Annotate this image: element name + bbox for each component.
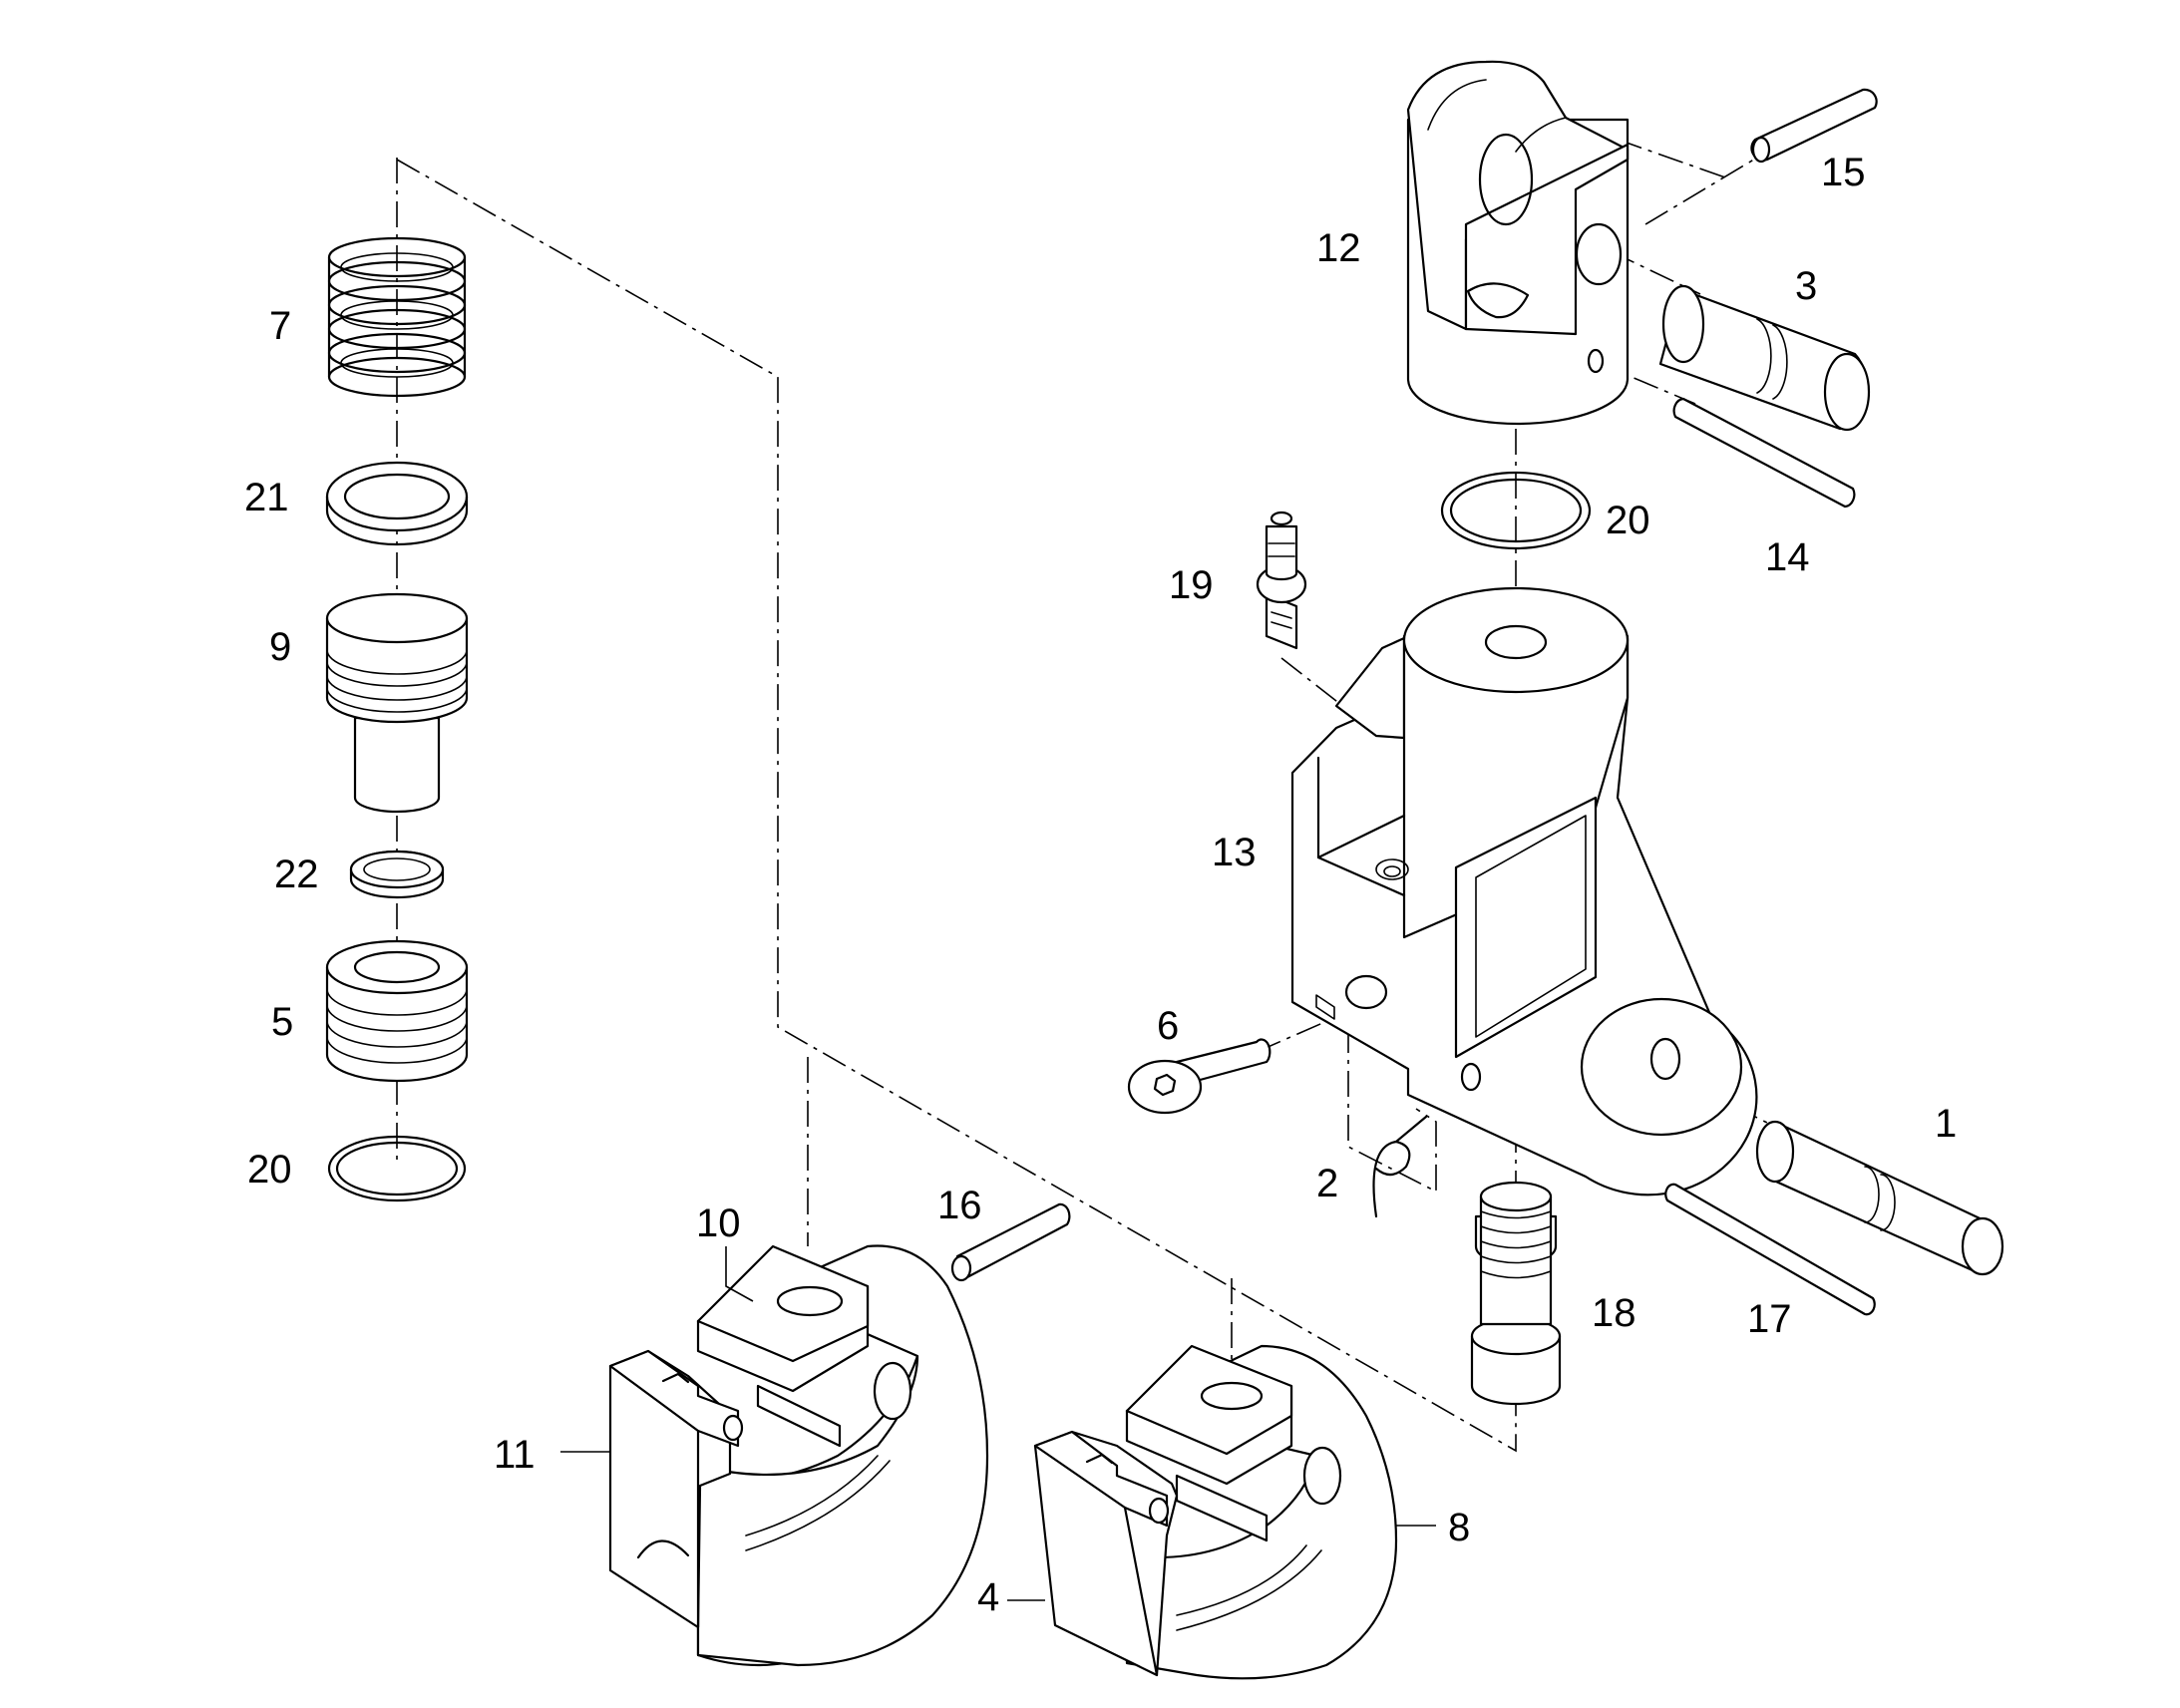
jaw-11 [608, 1349, 744, 1629]
spring-clip-2 [1372, 1115, 1428, 1218]
pin-14 [1672, 397, 1856, 509]
leader-lines [560, 1246, 1436, 1601]
cap-screw-6 [1127, 1038, 1272, 1115]
callout-7: 7 [269, 304, 291, 348]
callout-16: 16 [937, 1184, 982, 1227]
pin-1 [1755, 1120, 2004, 1276]
ring-22 [349, 850, 445, 899]
callout-12: 12 [1316, 226, 1361, 270]
jaw-holder-10 [696, 1244, 989, 1667]
callout-20-top: 20 [1606, 499, 1650, 542]
clevis-12 [1406, 60, 1630, 426]
callout-10: 10 [696, 1201, 741, 1245]
callout-15: 15 [1821, 151, 1866, 194]
jaw-holder-8 [1125, 1344, 1398, 1680]
washer-21 [325, 461, 469, 546]
callout-labels: 1 2 3 4 5 6 7 8 9 10 11 12 13 14 15 16 1… [244, 151, 1957, 1619]
grease-nipple-19 [1256, 511, 1307, 650]
callout-17: 17 [1747, 1297, 1792, 1341]
callout-20-left: 20 [247, 1148, 292, 1192]
callout-6: 6 [1157, 1004, 1179, 1048]
piston [325, 592, 469, 814]
callout-2: 2 [1316, 1162, 1338, 1205]
body-13 [1290, 586, 1758, 1196]
callout-21: 21 [244, 476, 289, 519]
callout-14: 14 [1765, 535, 1810, 579]
seal-pack-5 [325, 939, 469, 1083]
callout-19: 19 [1169, 563, 1214, 607]
callout-4: 4 [977, 1575, 999, 1619]
callout-18: 18 [1592, 1291, 1636, 1335]
callout-11: 11 [494, 1433, 536, 1477]
spring [327, 236, 467, 398]
pin-15 [1750, 88, 1878, 164]
callout-22: 22 [274, 853, 319, 896]
callout-5: 5 [271, 1000, 293, 1044]
callout-1: 1 [1935, 1102, 1957, 1146]
jaw-4 [1033, 1430, 1179, 1677]
callout-8: 8 [1448, 1506, 1470, 1549]
bolt-18 [1470, 1181, 1562, 1406]
pin-17 [1664, 1183, 1876, 1316]
pin-16 [950, 1202, 1071, 1282]
callout-13: 13 [1212, 831, 1257, 874]
callout-9: 9 [269, 625, 291, 669]
callout-3: 3 [1795, 264, 1817, 308]
o-ring-20-left [327, 1135, 467, 1202]
pin-3 [1658, 284, 1871, 432]
o-ring-20-top [1440, 471, 1592, 550]
